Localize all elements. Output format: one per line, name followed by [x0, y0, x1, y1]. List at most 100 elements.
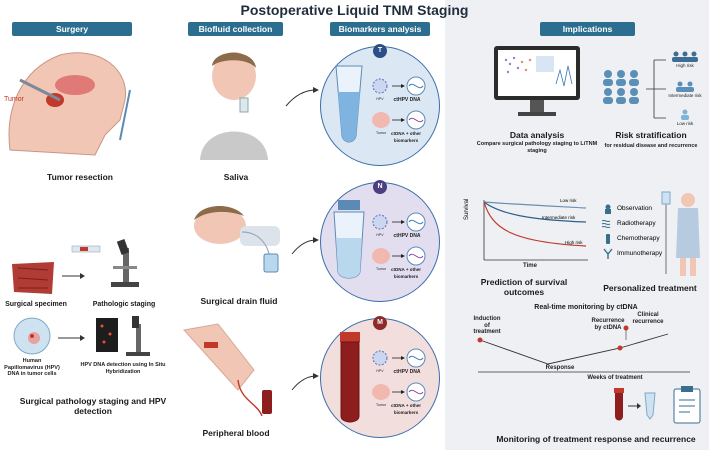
dna-icon-n1 — [406, 212, 426, 232]
tumor-label-m: Tumor — [376, 403, 386, 407]
risk-branch-lines — [646, 59, 666, 119]
risk-strat-label: Risk stratification — [615, 130, 687, 140]
radiotherapy-label: Radiotherapy — [617, 220, 656, 227]
surgical-specimen-illustration — [12, 262, 54, 294]
data-analysis-sub: Compare surgical pathology staging to Li… — [476, 141, 598, 154]
high-risk-icon — [672, 51, 698, 62]
hpv-virus-icon-t — [372, 78, 388, 94]
hpv-cells-label: Human Papillomavirus (HPV) DNA in tumor … — [4, 358, 60, 377]
arrow-specimen-to-slide — [62, 273, 85, 279]
induction-label: Induction of treatment — [473, 316, 501, 335]
arrows-n — [392, 220, 405, 258]
header-implications: Implications — [540, 22, 635, 36]
clinical-recurrence-label: Clinical recurrence — [632, 312, 664, 325]
hpv-label-t: HPV — [376, 97, 384, 101]
curve-mid-label: Intermediate risk — [542, 215, 576, 220]
high-risk-label: High risk — [676, 63, 694, 68]
report-clipboard-icon — [673, 386, 701, 424]
blood-tube-icon — [340, 332, 360, 423]
sample-arrow — [628, 403, 641, 409]
hpv-cell-illustration — [13, 317, 51, 355]
data-analysis-label: Data analysis — [509, 130, 565, 140]
drain-label: Surgical drain fluid — [200, 296, 278, 306]
arrow-drain — [291, 237, 319, 255]
intermediate-risk-icon — [676, 81, 694, 92]
survival-chart — [483, 200, 588, 261]
cthpv-label-m: ctHPV DNA — [393, 369, 421, 375]
saliva-person-illustration — [200, 52, 268, 160]
prediction-label: Prediction of survival outcomes — [480, 277, 568, 297]
intermediate-risk-label: Intermediate risk — [668, 93, 702, 98]
eppendorf-icon — [644, 392, 656, 420]
microscope-icon — [111, 239, 139, 287]
curve-low-label: Low risk — [560, 198, 577, 203]
drain-bottle-icon — [333, 200, 365, 279]
weeks-label: Weeks of treatment — [587, 375, 643, 381]
arrow-blood — [291, 373, 319, 391]
ctdna-label-m: ctDNA + other biomarkers — [391, 403, 421, 415]
dna-icon-t1 — [406, 76, 426, 96]
dna-icon-m2 — [406, 382, 426, 402]
observation-label: Observation — [617, 205, 653, 212]
response-label: Response — [545, 365, 575, 371]
pathologic-staging-label: Pathologic staging — [92, 301, 156, 308]
t-badge: T — [373, 44, 387, 58]
header-biomarkers: Biomarkers analysis — [330, 22, 430, 36]
arrow-cell-to-scope — [58, 335, 85, 341]
arrows-m — [392, 356, 405, 394]
tumor-label-n: Tumor — [376, 267, 386, 271]
people-group-icon — [603, 70, 639, 104]
dna-icon-n2 — [406, 246, 426, 266]
drain-person-illustration — [194, 205, 280, 273]
tumor-cell-icon-t — [372, 112, 390, 128]
patient-iv-illustration — [661, 191, 700, 276]
saliva-tube-icon — [335, 65, 363, 143]
recurrence-ctdna-label: Recurrence by ctDNA — [591, 318, 625, 331]
cthpv-label-t: ctHPV DNA — [393, 97, 421, 103]
cthpv-label-n: ctHPV DNA — [393, 233, 421, 239]
ctdna-label-t: ctDNA + other biomarkers — [391, 131, 421, 143]
tumor-label-t: Tumor — [376, 131, 386, 135]
low-risk-label: Low risk — [676, 121, 694, 126]
header-biofluid: Biofluid collection — [188, 22, 283, 36]
page-title: Postoperative Liquid TNM Staging — [240, 2, 469, 18]
n-badge: N — [373, 180, 387, 194]
slide-icon — [71, 245, 101, 253]
hpv-label-n: HPV — [376, 233, 384, 237]
arrow-saliva — [285, 87, 319, 107]
chemotherapy-icon — [606, 234, 610, 244]
dna-icon-m1 — [406, 348, 426, 368]
pathology-title: Surgical pathology staging and HPV detec… — [19, 396, 167, 416]
ctdna-label-n: ctDNA + other biomarkers — [391, 267, 421, 279]
radiotherapy-icon — [601, 219, 611, 229]
monitoring-label: Monitoring of treatment response and rec… — [496, 434, 696, 444]
monitoring-title: Real-time monitoring by ctDNA — [534, 304, 638, 311]
immunotherapy-label: Immunotherapy — [617, 250, 663, 257]
curve-high-label: High risk — [565, 240, 583, 245]
head-illustration — [8, 52, 131, 156]
tumor-cell-icon-n — [372, 248, 390, 264]
risk-strat-sub: for residual disease and recurrence — [604, 143, 698, 149]
hpv-virus-icon-m — [372, 350, 388, 366]
low-risk-icon — [681, 109, 689, 120]
tumor-label: Tumor — [4, 96, 24, 103]
immunotherapy-icon — [603, 248, 613, 259]
survival-ylabel: Survival — [464, 198, 470, 220]
chemotherapy-label: Chemotherapy — [617, 235, 660, 242]
surgical-specimen-label: Surgical specimen — [5, 301, 67, 308]
header-surgery: Surgery — [12, 22, 132, 36]
dna-icon-t2 — [406, 110, 426, 130]
hpv-label-m: HPV — [376, 369, 384, 373]
monitoring-timeline — [477, 325, 690, 373]
blood-arm-illustration — [183, 323, 272, 417]
personalized-label: Personalized treatment — [603, 283, 697, 293]
tumor-resection-label: Tumor resection — [47, 172, 113, 182]
arrows-t — [392, 84, 405, 122]
hpv-detection-label: HPV DNA detection using In Situ Hybridiz… — [80, 362, 166, 375]
observation-icon — [605, 204, 611, 214]
monitor-icon — [494, 46, 580, 116]
tumor-cell-icon-m — [372, 384, 390, 400]
survival-xlabel: Time — [523, 263, 537, 269]
saliva-label: Saliva — [223, 172, 249, 182]
m-badge: M — [373, 316, 387, 330]
